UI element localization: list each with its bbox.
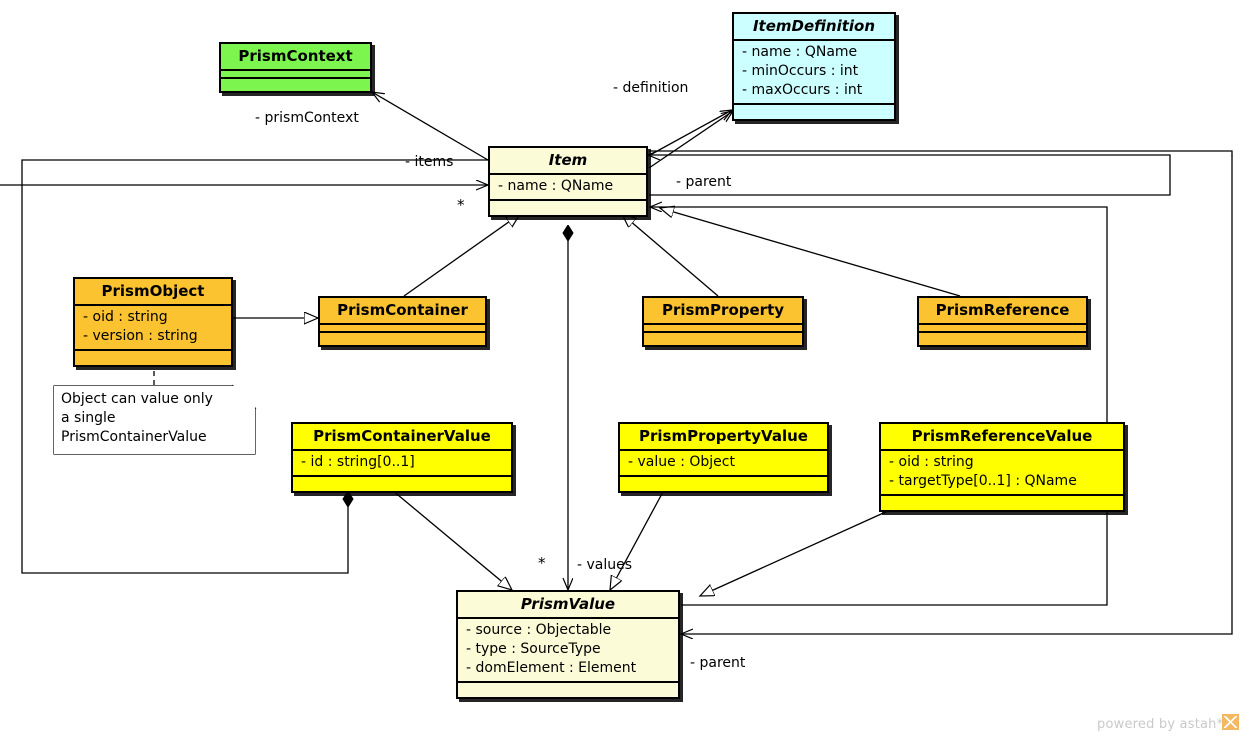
class-prismreferencevalue[interactable]: PrismReferenceValue - oid : string - tar… (879, 422, 1125, 512)
edge-gen-prismproperty-item (622, 214, 719, 297)
class-name-prismproperty: PrismProperty (644, 298, 802, 325)
class-attrs-prismcontainer (320, 325, 485, 333)
attribute: - source : Objectable (466, 622, 612, 638)
attribute: - name : QName (498, 178, 614, 194)
class-ops-prismreference (919, 333, 1086, 345)
class-prismcontext[interactable]: PrismContext (219, 42, 372, 93)
attribute: - targetType[0..1] : QName (889, 473, 1077, 489)
class-ops-prismcontext (221, 79, 370, 91)
edge-item-prismcontext (372, 92, 489, 161)
class-attrs-prismcontext (221, 71, 370, 79)
class-name-prismvalue: PrismValue (458, 592, 678, 619)
class-attrs-prismpropertyvalue: - value : Object (620, 451, 827, 477)
attribute: - oid : string (889, 454, 974, 470)
multiplicity-values: * (538, 554, 546, 572)
class-ops-itemdefinition (734, 105, 894, 119)
class-attrs-prismobject: - oid : string - version : string (75, 306, 231, 351)
class-ops-prismobject (75, 351, 231, 365)
class-prismvalue[interactable]: PrismValue - source : Objectable - type … (456, 590, 680, 699)
edge-label-parent-value: - parent (690, 655, 746, 671)
edge-label-values: - values (577, 557, 633, 573)
class-ops-prismcontainer (320, 333, 485, 345)
class-attrs-prismreferencevalue: - oid : string - targetType[0..1] : QNam… (881, 451, 1123, 496)
edge-label-definition: - definition (613, 80, 689, 96)
multiplicity-items: * (457, 196, 465, 214)
class-prismcontainervalue[interactable]: PrismContainerValue - id : string[0..1] (291, 422, 513, 493)
attribute: - type : SourceType (466, 641, 601, 657)
attribute: - oid : string (83, 309, 168, 325)
note-object-single-value[interactable]: Object can value only a single PrismCont… (54, 386, 255, 454)
edge-gen-prismpropertyvalue-prismvalue (610, 489, 665, 590)
class-name-prismcontainer: PrismContainer (320, 298, 485, 325)
class-ops-prismreferencevalue (881, 496, 1123, 510)
edge-item-parent-prismvalue (681, 155, 1233, 634)
class-prismobject[interactable]: PrismObject - oid : string - version : s… (73, 277, 233, 367)
edge-item-itemdefinition-2 (648, 111, 733, 169)
edge-item-parent-prismvalue-stem (649, 150, 1233, 156)
class-name-prismreference: PrismReference (919, 298, 1086, 325)
class-ops-prismproperty (644, 333, 802, 345)
class-prismcontainer[interactable]: PrismContainer (318, 296, 487, 347)
astah-logo-icon (1222, 714, 1239, 730)
edge-label-items: - items (405, 154, 454, 170)
edge-gen-prismcontainer-item (403, 214, 520, 297)
edge-gen-prismreferencevalue-prismvalue (700, 509, 891, 596)
edge-prismvalue-parent-item (650, 207, 1108, 606)
watermark-text: powered by astah* (1097, 717, 1224, 732)
edge-item-itemdefinition (649, 110, 732, 156)
attribute: - minOccurs : int (742, 63, 859, 79)
note-body: Object can value only a single PrismCont… (54, 386, 255, 454)
edge-label-parent-item: - parent (676, 174, 732, 190)
note-text: Object can value only a single PrismCont… (61, 391, 213, 445)
class-attrs-prismvalue: - source : Objectable - type : SourceTyp… (458, 619, 678, 683)
class-prismreference[interactable]: PrismReference (917, 296, 1088, 347)
edge-label-prismcontext: - prismContext (255, 110, 359, 126)
class-name-prismpropertyvalue: PrismPropertyValue (620, 424, 827, 451)
class-name-prismcontext: PrismContext (221, 44, 370, 71)
attribute: - version : string (83, 328, 198, 344)
attribute: - id : string[0..1] (301, 454, 415, 470)
class-name-itemdefinition: ItemDefinition (734, 14, 894, 41)
attribute: - name : QName (742, 44, 858, 60)
class-attrs-prismreference (919, 325, 1086, 333)
class-name-item: Item (490, 148, 646, 175)
attribute: - domElement : Element (466, 660, 637, 676)
class-ops-item (490, 201, 646, 215)
class-prismproperty[interactable]: PrismProperty (642, 296, 804, 347)
edge-gen-prismreference-item (660, 208, 961, 297)
class-ops-prismpropertyvalue (620, 477, 827, 491)
attribute: - value : Object (628, 454, 735, 470)
class-name-prismreferencevalue: PrismReferenceValue (881, 424, 1123, 451)
class-itemdefinition[interactable]: ItemDefinition - name : QName - minOccur… (732, 12, 896, 121)
class-prismpropertyvalue[interactable]: PrismPropertyValue - value : Object (618, 422, 829, 493)
class-name-prismobject: PrismObject (75, 279, 231, 306)
class-item[interactable]: Item - name : QName (488, 146, 648, 217)
class-attrs-itemdefinition: - name : QName - minOccurs : int - maxOc… (734, 41, 894, 105)
class-attrs-item: - name : QName (490, 175, 646, 201)
edge-gen-prismcontainervalue-prismvalue (391, 489, 512, 590)
class-ops-prismcontainervalue (293, 477, 511, 491)
class-attrs-prismcontainervalue: - id : string[0..1] (293, 451, 511, 477)
attribute: - maxOccurs : int (742, 82, 863, 98)
class-attrs-prismproperty (644, 325, 802, 333)
class-name-prismcontainervalue: PrismContainerValue (293, 424, 511, 451)
class-ops-prismvalue (458, 683, 678, 697)
